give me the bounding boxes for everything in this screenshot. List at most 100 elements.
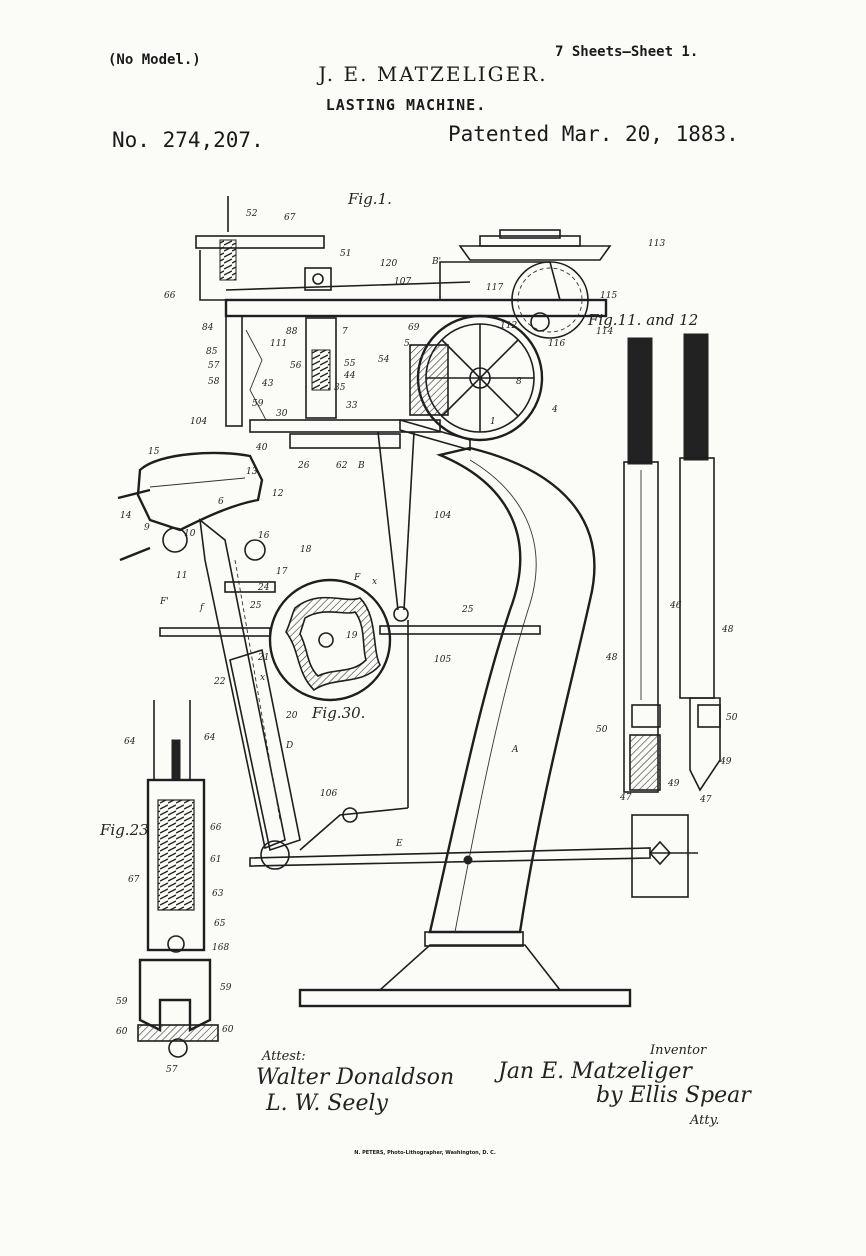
gear-115-teeth — [517, 267, 583, 333]
ref-label: 20 — [285, 711, 298, 721]
base-plate — [298, 988, 632, 1008]
ball-foot — [260, 840, 290, 870]
cam-shaft-19 — [318, 632, 334, 648]
ref-label: 60 — [222, 1025, 234, 1035]
no-model-note: (No Model.) — [108, 52, 201, 68]
ref-label: E — [395, 839, 403, 849]
bevel-gear-116 — [530, 312, 550, 332]
witness-signature-1: Walter Donaldson — [256, 1065, 454, 1090]
lever-arm-86 — [199, 250, 232, 301]
ref-label: 64 — [204, 733, 216, 743]
fig11-12-parts — [623, 333, 721, 793]
zigzag-spring-111 — [245, 329, 267, 421]
ref-label: 66 — [210, 823, 222, 833]
spring-52 — [219, 239, 237, 281]
ref-label: 44 — [343, 371, 356, 381]
jack-post — [198, 518, 286, 850]
ref-label: 49 — [667, 779, 680, 789]
ref-label: 40 — [255, 443, 268, 453]
ref-label: 51 — [340, 249, 351, 259]
ref-label: 54 — [378, 355, 390, 365]
link-106 — [299, 807, 409, 851]
ref-label: 57 — [166, 1065, 178, 1075]
ref-label: 116 — [548, 339, 565, 349]
ref-label: 62 — [336, 461, 348, 471]
ref-label: 7 — [342, 327, 348, 337]
lower-platform — [249, 419, 441, 433]
carriage-62 — [289, 433, 401, 449]
ref-label: 50 — [726, 713, 738, 723]
fig1-label: Fig.1. — [347, 190, 392, 208]
pedestal-foot — [377, 944, 562, 991]
ref-label: 24 — [257, 583, 270, 593]
plate-60 — [137, 1024, 219, 1042]
rod-104a — [377, 431, 399, 611]
ref-label: 16 — [258, 531, 270, 541]
jack-post-center — [234, 559, 281, 821]
ref-label: 113 — [648, 239, 665, 249]
center-column — [305, 317, 337, 419]
ref-label: 111 — [270, 339, 287, 349]
ref-label: 35 — [334, 383, 346, 393]
toothed-sector — [399, 418, 471, 452]
treadle-E — [249, 847, 651, 867]
ref-label: 13 — [246, 467, 258, 477]
witness-signature-2: L. W. Seely — [265, 1091, 388, 1116]
ref-label: 47 — [699, 795, 712, 805]
ref-label: 114 — [596, 327, 613, 337]
ref-label: 117 — [486, 283, 503, 293]
ref-label: F — [353, 573, 361, 583]
attest-label: Attest: — [261, 1049, 306, 1064]
ref-label: 8 — [516, 377, 522, 387]
ref-label: 112 — [500, 321, 517, 331]
ref-label: 17 — [276, 567, 288, 577]
ref-label: 85 — [206, 347, 218, 357]
ref-label: A — [511, 745, 519, 755]
weight-diamond — [648, 840, 672, 866]
inventor-name: J. E. MATZELIGER. — [318, 62, 548, 86]
inventor-signature: Jan E. Matzeliger — [494, 1059, 693, 1084]
housing-63 — [146, 778, 206, 952]
ref-label: 33 — [346, 401, 358, 411]
ref-label: 1 — [490, 417, 496, 427]
ref-label: 66 — [164, 291, 176, 301]
block-50-left — [631, 704, 661, 728]
top-bracket — [195, 235, 325, 249]
treadle-pivot — [463, 855, 473, 865]
patent-date: Patented Mar. 20, 1883. — [448, 122, 739, 146]
ref-label: 115 — [600, 291, 617, 301]
fig23-label: Fig.23 — [99, 821, 149, 839]
threaded-rod-right — [683, 333, 709, 461]
ref-label: 48 — [605, 653, 618, 663]
inventor-label: Inventor — [649, 1043, 707, 1058]
ref-label: 104 — [190, 417, 207, 427]
ref-label: 18 — [300, 545, 312, 555]
ref-label: 107 — [394, 277, 411, 287]
fig23-detail — [137, 700, 219, 1058]
ball-168 — [167, 935, 185, 953]
ref-label: 168 — [212, 943, 229, 953]
ref-label: 21 — [257, 653, 269, 663]
attorney-label: Atty. — [689, 1113, 719, 1128]
center-stem — [171, 739, 181, 781]
ref-label: 12 — [272, 489, 284, 499]
sheet-count: 7 Sheets—Sheet 1. — [555, 44, 699, 60]
rod-48-left — [623, 461, 659, 793]
ref-label: 59 — [116, 997, 128, 1007]
threaded-rod-left — [627, 337, 653, 465]
gear-16 — [244, 539, 266, 561]
ref-label: 56 — [290, 361, 302, 371]
clamp-block — [304, 267, 332, 291]
ref-label: 58 — [208, 377, 220, 387]
rod-104b — [403, 431, 415, 611]
ref-label: D — [285, 741, 293, 751]
handle-9 — [119, 546, 151, 562]
ref-label: 15 — [148, 447, 160, 457]
ref-label: 30 — [276, 409, 288, 419]
gear-10 — [162, 527, 188, 553]
ref-label: 50 — [596, 725, 608, 735]
last-line — [149, 477, 246, 488]
reference-numerals: 52 67 51 120 107 B' 113 114 115 116 117 … — [116, 209, 738, 1075]
cam-disk — [268, 578, 392, 702]
